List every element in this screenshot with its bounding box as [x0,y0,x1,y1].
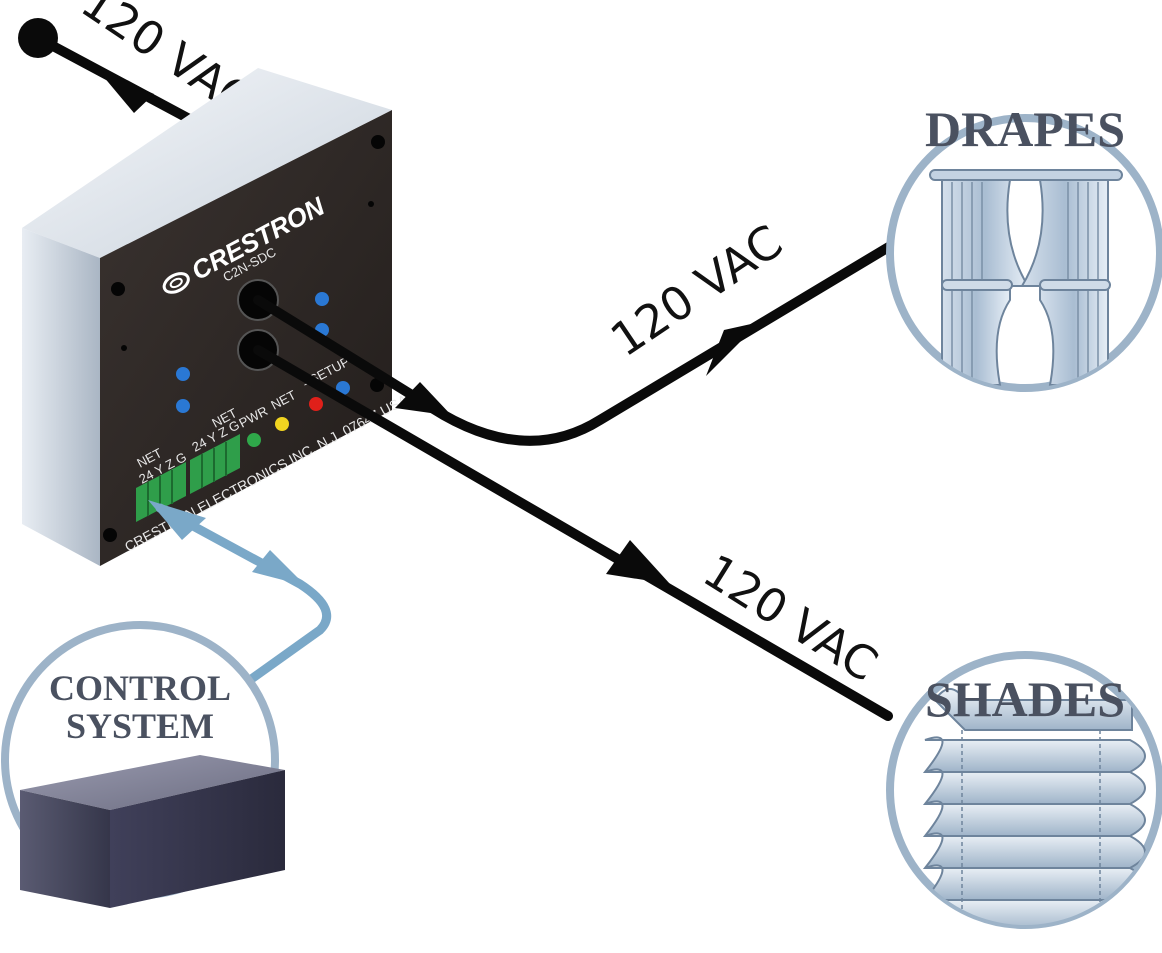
screw-icon [370,378,384,392]
drapes-wire-arrowhead-out [706,322,760,376]
screw-icon [111,282,125,296]
shades-wire [253,345,893,721]
control-processor-icon [20,755,285,908]
device-side-face [22,228,100,566]
network-link-arrowhead-down [252,550,306,586]
drapes-device: DRAPES [886,101,1162,392]
led-blue-icon [176,367,190,381]
input-wire-terminal [18,18,58,58]
network-link-arrowhead-up [148,500,206,540]
input-wire-arrowhead [98,70,154,113]
tieback-left [941,279,1013,291]
control-system-device: CONTROL SYSTEM [1,621,285,908]
screw-icon [371,135,385,149]
drapes-vac-label: 120 VAC [601,214,792,367]
led-blue-icon [315,292,329,306]
shades-wire-arrowhead [606,540,670,584]
device-top-face [22,68,392,258]
net-led-icon [275,417,289,431]
curtain-rod [929,169,1123,181]
network-terminal-right [190,434,240,494]
pwr-led-icon [247,433,261,447]
c2n-sdc-device: CRESTRON C2N-SDC PWR NET –SETUP– NET 24 … [22,68,411,566]
control-system-title-line2: SYSTEM [66,706,214,746]
led-blue-icon [336,381,350,395]
drapes-wire-arrowhead-in [395,382,452,416]
setup-led-icon [309,397,323,411]
screw-icon [103,528,117,542]
drapes-wire [253,240,897,446]
screw-icon [368,201,374,207]
input-wire [18,18,215,135]
screw-icon [121,345,127,351]
drapes-title: DRAPES [925,101,1125,157]
network-link [148,500,332,685]
drapes-circle [886,114,1162,392]
tieback-right [1039,279,1111,291]
shades-title: SHADES [925,671,1125,727]
shades-device: SHADES [886,651,1162,929]
led-blue-icon [176,399,190,413]
control-system-title-line1: CONTROL [49,668,231,708]
